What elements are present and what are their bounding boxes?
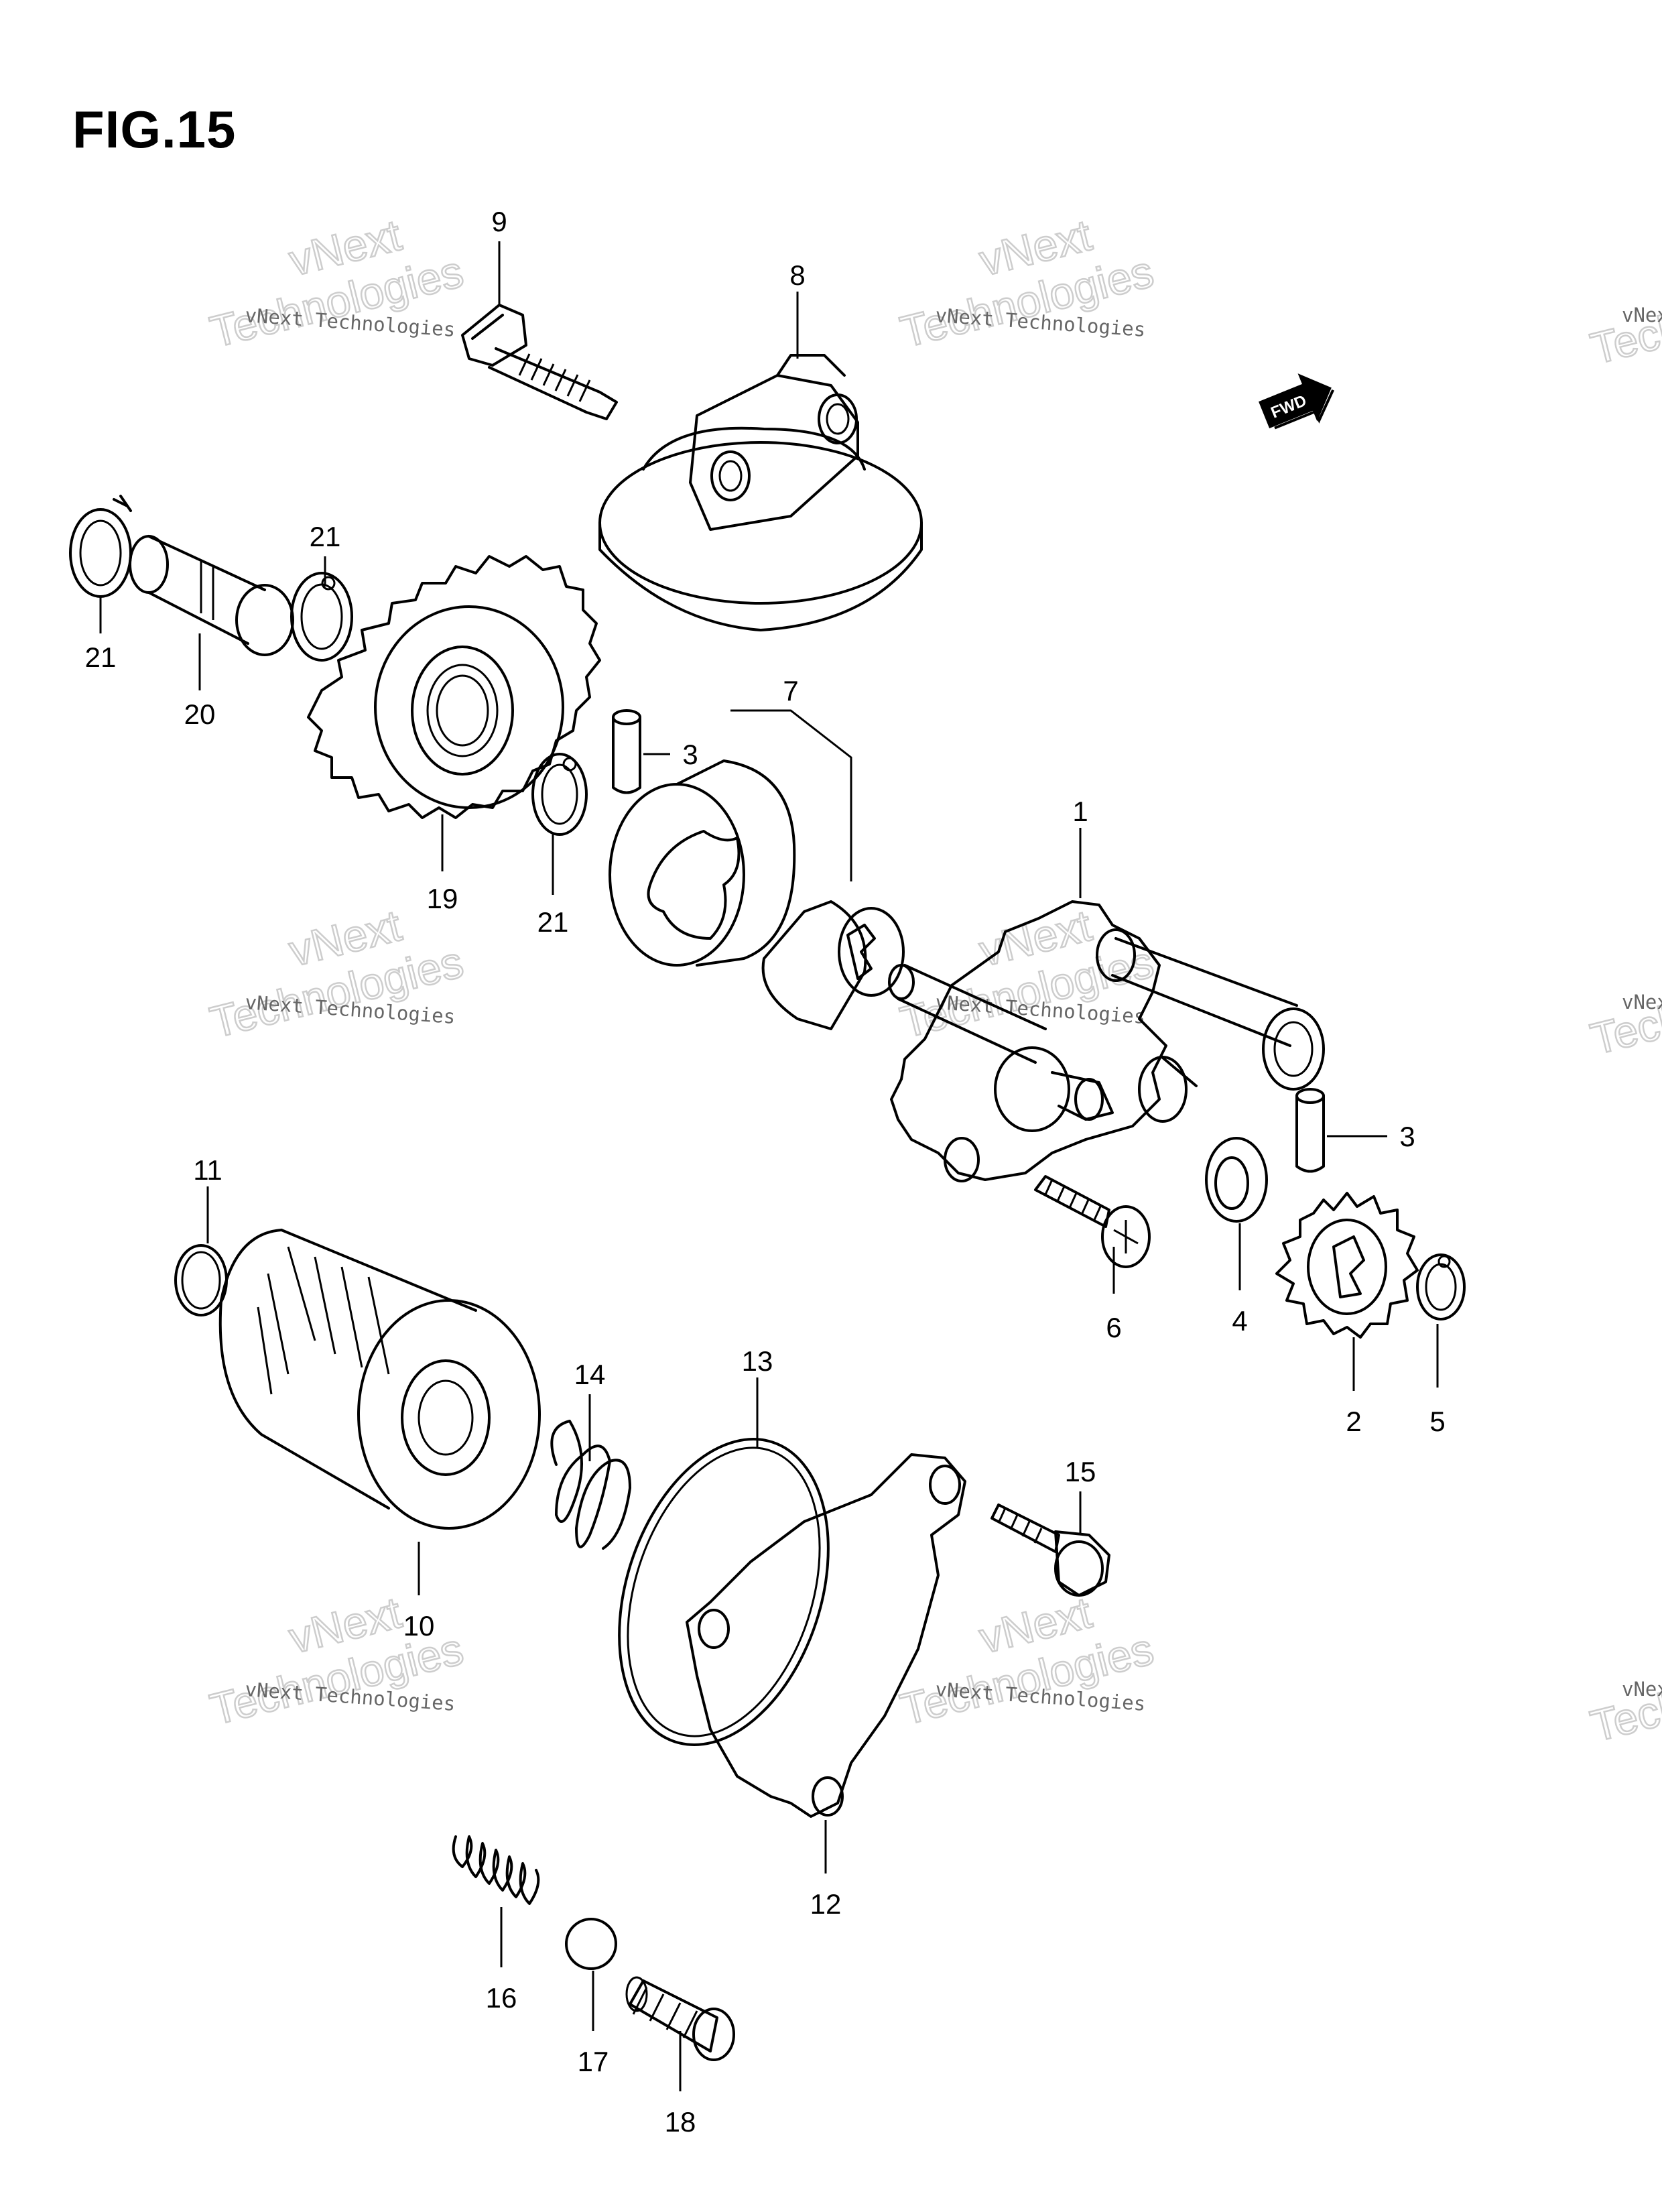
callout-label-17: 17: [578, 2046, 609, 2077]
ball-part-17: [565, 1918, 617, 1970]
screw-part-6: [1034, 1175, 1151, 1268]
dowel-pin-part-3: [1295, 1088, 1325, 1173]
callout-label-13: 13: [742, 1345, 773, 1377]
plug-part-18: [625, 1976, 735, 2061]
callout-label-11: 11: [193, 1154, 222, 1186]
dowel-pin-part-3: [612, 709, 641, 794]
washer-part-4: [1205, 1137, 1268, 1223]
callout-labels: 9 8 21 21 21 20 19 7 3 1 3 4 6 2 5 11 14…: [85, 206, 1446, 2138]
callout-label-12: 12: [810, 1888, 842, 1920]
gasket-part-13: [618, 1438, 830, 1746]
callout-label-16: 16: [486, 1982, 517, 2014]
callout-label-21: 21: [310, 521, 341, 552]
bolt-part-9: [461, 304, 618, 420]
fwd-arrow-icon: FWD: [1259, 373, 1334, 430]
callout-label-19: 19: [427, 883, 458, 914]
callout-label-18: 18: [665, 2106, 696, 2138]
gear-part-19: [307, 555, 601, 819]
callout-label-2: 2: [1346, 1406, 1361, 1437]
callout-label-10: 10: [403, 1610, 435, 1642]
oil-filter-part-10: [218, 1229, 541, 1530]
watermark-text: vNext Technologies: [1622, 304, 1662, 326]
callout-label-4: 4: [1232, 1305, 1247, 1337]
callout-label-8: 8: [789, 259, 805, 291]
callout-label-1: 1: [1072, 796, 1088, 827]
spring-part-16: [452, 1835, 540, 1905]
callout-label-14: 14: [574, 1359, 606, 1390]
cap-part-8: [598, 354, 923, 631]
shaft-part-20: [129, 535, 294, 656]
pump-body-part-1: [888, 900, 1325, 1182]
watermark-text: vNext Technologies: [1622, 1678, 1662, 1701]
watermark-text: vNext Technologies: [1622, 991, 1662, 1013]
bolt-part-15: [990, 1503, 1110, 1597]
callout-label-3: 3: [1399, 1121, 1415, 1152]
cover-part-12: [686, 1453, 966, 1818]
callout-label-5: 5: [1429, 1406, 1445, 1437]
rotor-set-part-7: [609, 759, 905, 1030]
gear-part-2: [1275, 1192, 1419, 1339]
callout-label-21: 21: [537, 906, 569, 938]
circlip-part-5: [1416, 1253, 1466, 1320]
circlip-part-21: [290, 572, 353, 662]
callout-label-7: 7: [783, 675, 798, 706]
circlip-part-21: [69, 495, 132, 598]
callout-label-6: 6: [1106, 1312, 1121, 1343]
circlip-part-21: [531, 753, 588, 836]
callout-label-20: 20: [184, 698, 216, 730]
o-ring-part-11: [174, 1244, 228, 1316]
callout-label-15: 15: [1065, 1456, 1096, 1487]
callout-label-21: 21: [85, 641, 117, 673]
callout-label-3: 3: [682, 739, 698, 770]
leader-lines: [99, 241, 1439, 2091]
spring-part-14: [550, 1420, 631, 1550]
callout-label-9: 9: [491, 206, 507, 237]
figure-title: FIG.15: [72, 100, 237, 159]
